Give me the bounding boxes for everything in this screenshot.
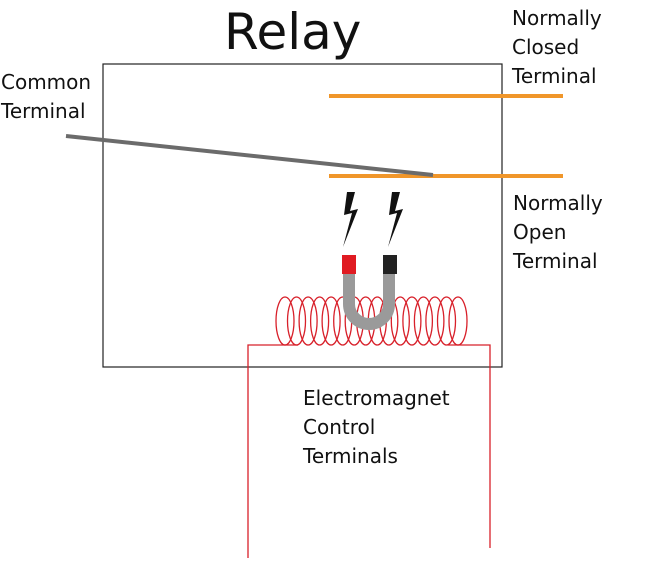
control-terminal-wire-right bbox=[448, 344, 491, 548]
magnet-north-pole bbox=[342, 255, 356, 274]
relay-housing bbox=[102, 63, 503, 368]
common-armature bbox=[65, 134, 434, 177]
coil-loop bbox=[402, 296, 422, 346]
coil-loop bbox=[448, 296, 468, 346]
common-terminal-label: Common Terminal bbox=[1, 70, 92, 123]
horseshoe-magnet-icon bbox=[342, 255, 397, 330]
coil-loop bbox=[436, 296, 457, 346]
coil-loop bbox=[425, 296, 445, 346]
control-terminals-label: Electromagnet Control Terminals bbox=[303, 386, 450, 468]
diagram-title: Relay bbox=[224, 3, 362, 61]
coil-loop bbox=[309, 296, 330, 346]
control-terminal-wire-left bbox=[247, 344, 298, 558]
coil-loop bbox=[286, 296, 307, 346]
coil-loop bbox=[275, 296, 295, 346]
magnet-south-pole bbox=[383, 255, 397, 274]
coil-loop bbox=[390, 296, 410, 346]
coil-loop bbox=[413, 296, 434, 346]
normally-open-label: Normally Open Terminal bbox=[513, 191, 603, 273]
coil-loop bbox=[321, 296, 341, 346]
spark-icon bbox=[343, 192, 358, 247]
normally-closed-label: Normally Closed Terminal bbox=[512, 6, 602, 88]
coil-loop bbox=[298, 296, 318, 346]
spark-icon bbox=[388, 192, 403, 247]
